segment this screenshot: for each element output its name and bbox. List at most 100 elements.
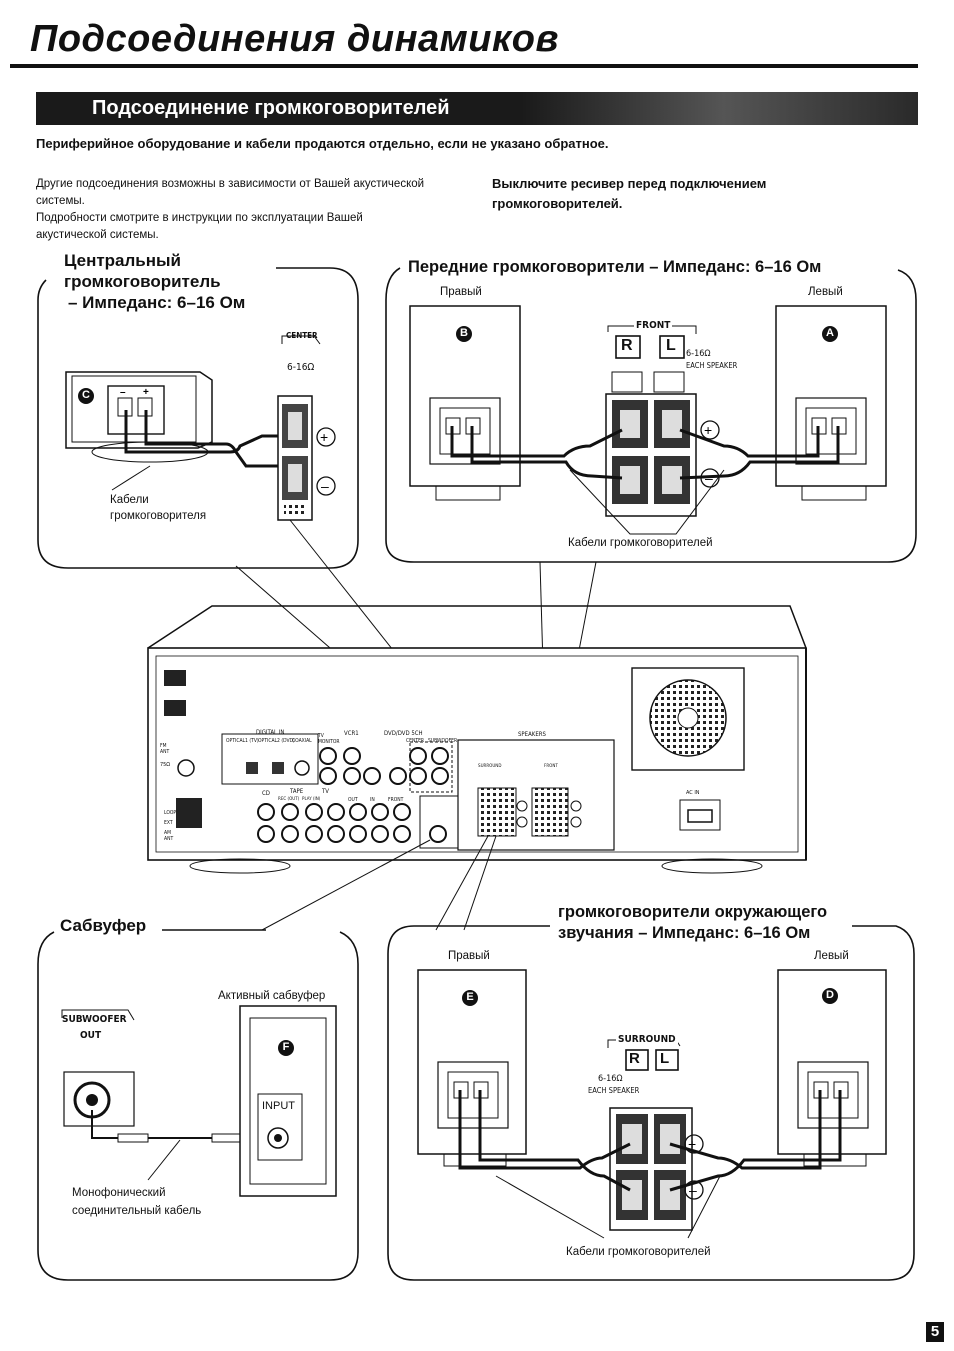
rcv-tv-monitor: TV MONITOR xyxy=(318,733,340,745)
speaker-c-letter: C xyxy=(82,389,90,401)
svg-text:+: + xyxy=(143,387,149,398)
intro-left: Другие подсоединения возможны в зависимо… xyxy=(36,176,436,244)
rcv-subwoofer: SUBWOOFER xyxy=(428,738,458,744)
surround-heading-line: громкоговорители окружающего xyxy=(558,903,828,921)
center-terminal-label: CENTER xyxy=(286,331,318,340)
badge-a xyxy=(822,326,838,342)
speaker-f xyxy=(239,1005,337,1197)
surround-each-speaker: EACH SPEAKER xyxy=(588,1086,640,1095)
rcv-center: CENTER xyxy=(406,738,425,744)
surround-heading: громкоговорители окружающего звучания – … xyxy=(556,902,830,944)
rcv-ac-in: AC IN xyxy=(686,790,700,796)
badge-e xyxy=(462,990,478,1006)
badge-f xyxy=(278,1040,294,1056)
badge-d xyxy=(822,988,838,1004)
rcv-cd: CD xyxy=(262,790,270,797)
surround-cable-label: Кабели громкоговорителей xyxy=(566,1246,711,1258)
speaker-b-letter: B xyxy=(460,327,468,339)
center-panel: – + + – xyxy=(37,267,359,569)
center-heading-line: громкоговоритель xyxy=(64,272,221,291)
page-number: 5 xyxy=(926,1322,944,1342)
subwoofer-panel xyxy=(37,929,359,1281)
section-banner: Подсоединение громкоговорителей xyxy=(36,92,918,125)
subwoofer-out-label: OUT xyxy=(80,1030,102,1041)
front-terminal-label: FRONT xyxy=(634,320,673,331)
front-impedance: 6-16Ω xyxy=(686,349,711,359)
rcv-75ohm: 75Ω xyxy=(160,762,171,768)
section-title: Подсоединение громкоговорителей xyxy=(92,97,450,119)
surround-impedance: 6-16Ω xyxy=(598,1074,623,1084)
rcv-tv: TV xyxy=(322,788,329,795)
speaker-a-letter: A xyxy=(826,327,834,339)
rcv-tape: TAPE xyxy=(290,788,304,795)
speaker-e-letter: E xyxy=(466,991,474,1003)
rcv-surround: SURROUND xyxy=(478,764,502,769)
rcv-coaxial: COAXIAL xyxy=(292,738,312,744)
subwoofer-input-label: INPUT xyxy=(262,1100,295,1112)
front-heading: Передние громкоговорители – Импеданс: 6–… xyxy=(406,258,824,277)
center-cable-line: Кабели xyxy=(110,494,149,506)
badge-c xyxy=(78,388,94,404)
subwoofer-cable-line: соединительный кабель xyxy=(72,1205,202,1217)
speaker-f-letter: F xyxy=(282,1041,290,1053)
center-terminal xyxy=(277,395,313,521)
page-title: Подсоединения динамиков xyxy=(30,18,559,60)
front-l-mark: L xyxy=(666,337,676,354)
rca-bottom xyxy=(257,803,447,843)
rcv-am-ant: AM ANT xyxy=(164,830,174,842)
title-rule xyxy=(10,64,918,68)
subwoofer-heading: Сабвуфер xyxy=(60,916,147,935)
svg-text:–: – xyxy=(321,478,329,494)
receiver-back xyxy=(147,605,807,874)
rcv-vcr1: VCR1 xyxy=(344,730,359,737)
rcv-in: IN xyxy=(370,797,375,803)
front-panel: + – xyxy=(385,267,917,563)
surround-left-label: Левый xyxy=(814,950,849,962)
surround-l-mark: L xyxy=(660,1050,670,1067)
surround-panel: + – xyxy=(387,925,915,1281)
front-cable-label: Кабели громкоговорителей xyxy=(568,537,713,549)
center-cable-label: Кабели громкоговорителя xyxy=(110,492,206,524)
speaker-d-letter: D xyxy=(826,989,834,1001)
rcv-front: FRONT xyxy=(388,797,404,803)
rcv-rec-out: REC (OUT) xyxy=(278,797,300,802)
front-each-speaker: EACH SPEAKER xyxy=(686,361,738,370)
rcv-dvd: DVD/DVD 5CH xyxy=(384,730,423,737)
surround-terminal-label: SURROUND xyxy=(616,1034,678,1045)
fan-grill xyxy=(631,667,745,771)
surround-right-label: Правый xyxy=(448,950,490,962)
intro-left-line: Подробности смотрите в инструкции по экс… xyxy=(36,212,363,241)
rcv-play-in: PLAY (IN) xyxy=(302,797,321,802)
badge-b xyxy=(456,326,472,342)
rcv-digital-in: DIGITAL IN xyxy=(256,729,285,736)
rcv-fm-ant: FM ANT xyxy=(160,743,170,755)
svg-text:+: + xyxy=(688,1136,696,1152)
rcv-ext: EXT xyxy=(164,820,173,826)
surround-terminal xyxy=(609,1107,693,1231)
center-heading-line: – Импеданс: 6–16 Ом xyxy=(68,293,246,312)
subwoofer-terminal-label: SUBWOOFER xyxy=(62,1014,127,1025)
speaker-c: – + xyxy=(65,371,213,463)
center-heading: Центральный громкоговоритель – Импеданс:… xyxy=(64,250,245,313)
rcv-speakers: SPEAKERS xyxy=(518,731,546,738)
svg-text:–: – xyxy=(689,1182,697,1198)
surround-r-mark: R xyxy=(629,1050,640,1067)
subwoofer-cable-label: Монофонический соединительный кабель xyxy=(72,1184,201,1220)
note-bold: Периферийное оборудование и кабели прода… xyxy=(36,136,609,151)
rcv-front-spk: FRONT xyxy=(544,764,558,769)
speaker-d xyxy=(777,969,887,1167)
svg-text:+: + xyxy=(320,429,328,445)
rcv-optical1: OPTICAL1 (TV) xyxy=(226,738,259,744)
center-impedance: 6-16Ω xyxy=(287,362,315,373)
rcv-optical2: OPTICAL2 (DVD) xyxy=(258,738,295,744)
front-terminal xyxy=(605,371,697,517)
front-left-label: Левый xyxy=(808,286,843,298)
front-right-label: Правый xyxy=(440,286,482,298)
rcv-out: OUT xyxy=(348,797,358,803)
front-r-mark: R xyxy=(621,337,633,354)
intro-left-line: Другие подсоединения возможны в зависимо… xyxy=(36,178,425,207)
svg-text:+: + xyxy=(704,422,712,438)
center-cable-line: громкоговорителя xyxy=(110,510,207,522)
svg-text:–: – xyxy=(120,387,126,398)
